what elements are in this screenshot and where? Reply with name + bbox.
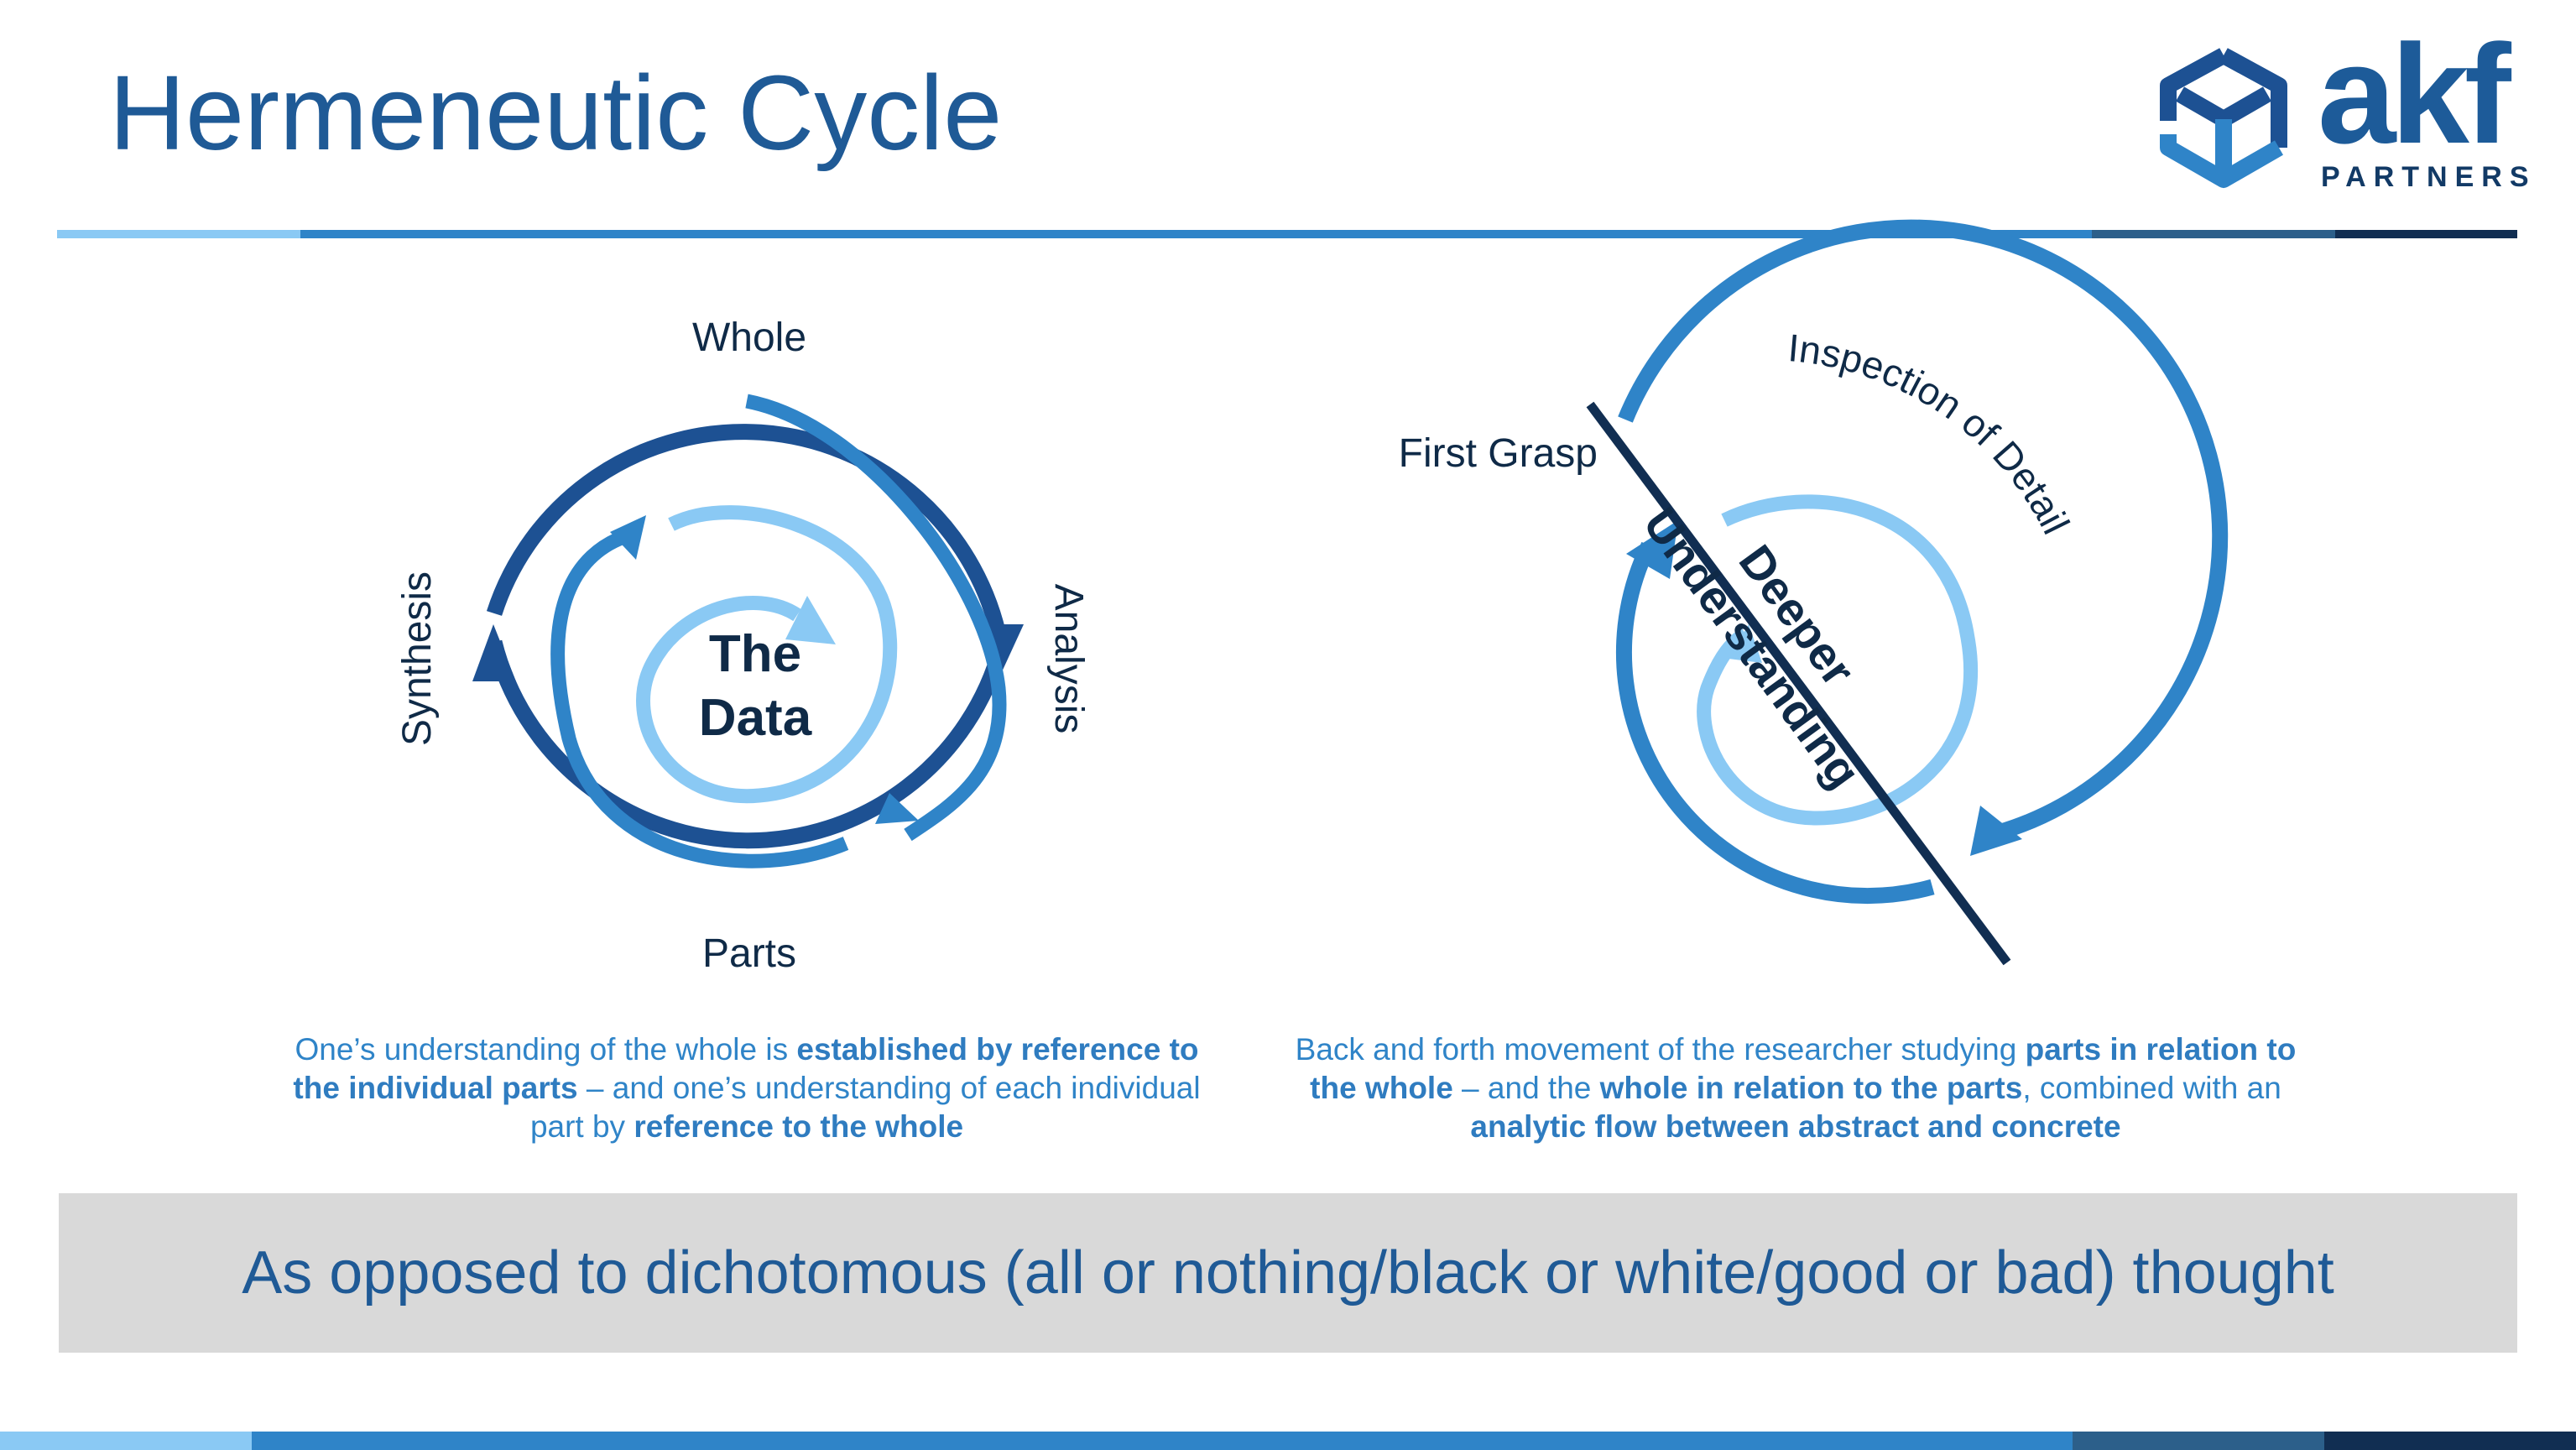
inner-arrowhead	[785, 596, 836, 644]
center-label-the: The	[709, 625, 801, 683]
footer-bar	[0, 1432, 2576, 1450]
middle-arrowhead	[610, 515, 646, 560]
footer-segment	[2073, 1432, 2324, 1450]
parts-arc	[486, 639, 1009, 849]
logo-wordmark: akf	[2318, 15, 2511, 173]
right-caption-emphasis: parts in relation to the whole	[1310, 1032, 2297, 1105]
first-grasp-label: First Grasp	[1399, 431, 1598, 476]
footer-segment	[2324, 1432, 2576, 1450]
synthesis-label: Synthesis	[395, 571, 440, 746]
right-caption-emphasis: whole in relation to the parts	[1599, 1071, 2023, 1105]
divider-segment	[300, 230, 2092, 238]
divider-segment	[2092, 230, 2335, 238]
left-caption: One’s understanding of the whole is esta…	[285, 1030, 1208, 1146]
left-caption-text: – and one’s understanding of each indivi…	[529, 1071, 1201, 1144]
right-caption-text: Back and forth movement of the researche…	[1295, 1032, 2026, 1067]
right-caption: Back and forth movement of the researche…	[1284, 1030, 2307, 1146]
title-divider	[57, 230, 2517, 238]
left-cycle-diagram: Whole Parts Synthesis Analysis The Data	[395, 316, 1091, 976]
footer-segment	[252, 1432, 2073, 1450]
understanding-arrowhead	[1729, 624, 1762, 663]
understanding-spiral	[1697, 494, 1979, 826]
logo-subtitle: PARTNERS	[2321, 161, 2537, 193]
center-label-data: Data	[699, 689, 812, 747]
right-caption-text: , combined with an	[2022, 1071, 2281, 1105]
right-caption-text: – and the	[1452, 1071, 1600, 1105]
parts-label: Parts	[702, 931, 796, 976]
right-caption-emphasis: analytic flow between abstract and concr…	[1470, 1109, 2121, 1144]
footer-segment	[0, 1432, 252, 1450]
divider-segment	[2335, 230, 2517, 238]
banner-text: As opposed to dichotomous (all or nothin…	[242, 1239, 2334, 1307]
divider-segment	[57, 230, 300, 238]
left-caption-text: One’s understanding of the whole is	[295, 1032, 797, 1067]
akf-logo: akf PARTNERS	[2156, 23, 2529, 198]
first-grasp-arrowhead	[1626, 520, 1678, 579]
left-caption-emphasis: established by reference to the individu…	[293, 1032, 1199, 1105]
cube-icon	[2160, 48, 2287, 188]
whole-label: Whole	[692, 316, 806, 360]
left-caption-emphasis: reference to the whole	[634, 1109, 964, 1144]
analysis-label: Analysis	[1046, 584, 1091, 734]
middle-arrowhead	[875, 793, 919, 824]
synthesis-arrowhead	[472, 624, 516, 681]
diagonal-divider	[1586, 401, 2011, 966]
first-grasp-arc	[1615, 541, 1935, 904]
middle-spiral	[550, 394, 1007, 868]
inspection-arc	[1618, 219, 2229, 841]
whole-arc	[486, 424, 1009, 649]
inner-spiral	[636, 505, 898, 804]
conclusion-banner: As opposed to dichotomous (all or nothin…	[59, 1193, 2517, 1353]
right-spiral-diagram: First Grasp Inspection of Detail Deeper …	[1399, 219, 2229, 966]
slide-title: Hermeneutic Cycle	[109, 54, 1003, 172]
inspection-arrowhead	[1970, 806, 2022, 856]
